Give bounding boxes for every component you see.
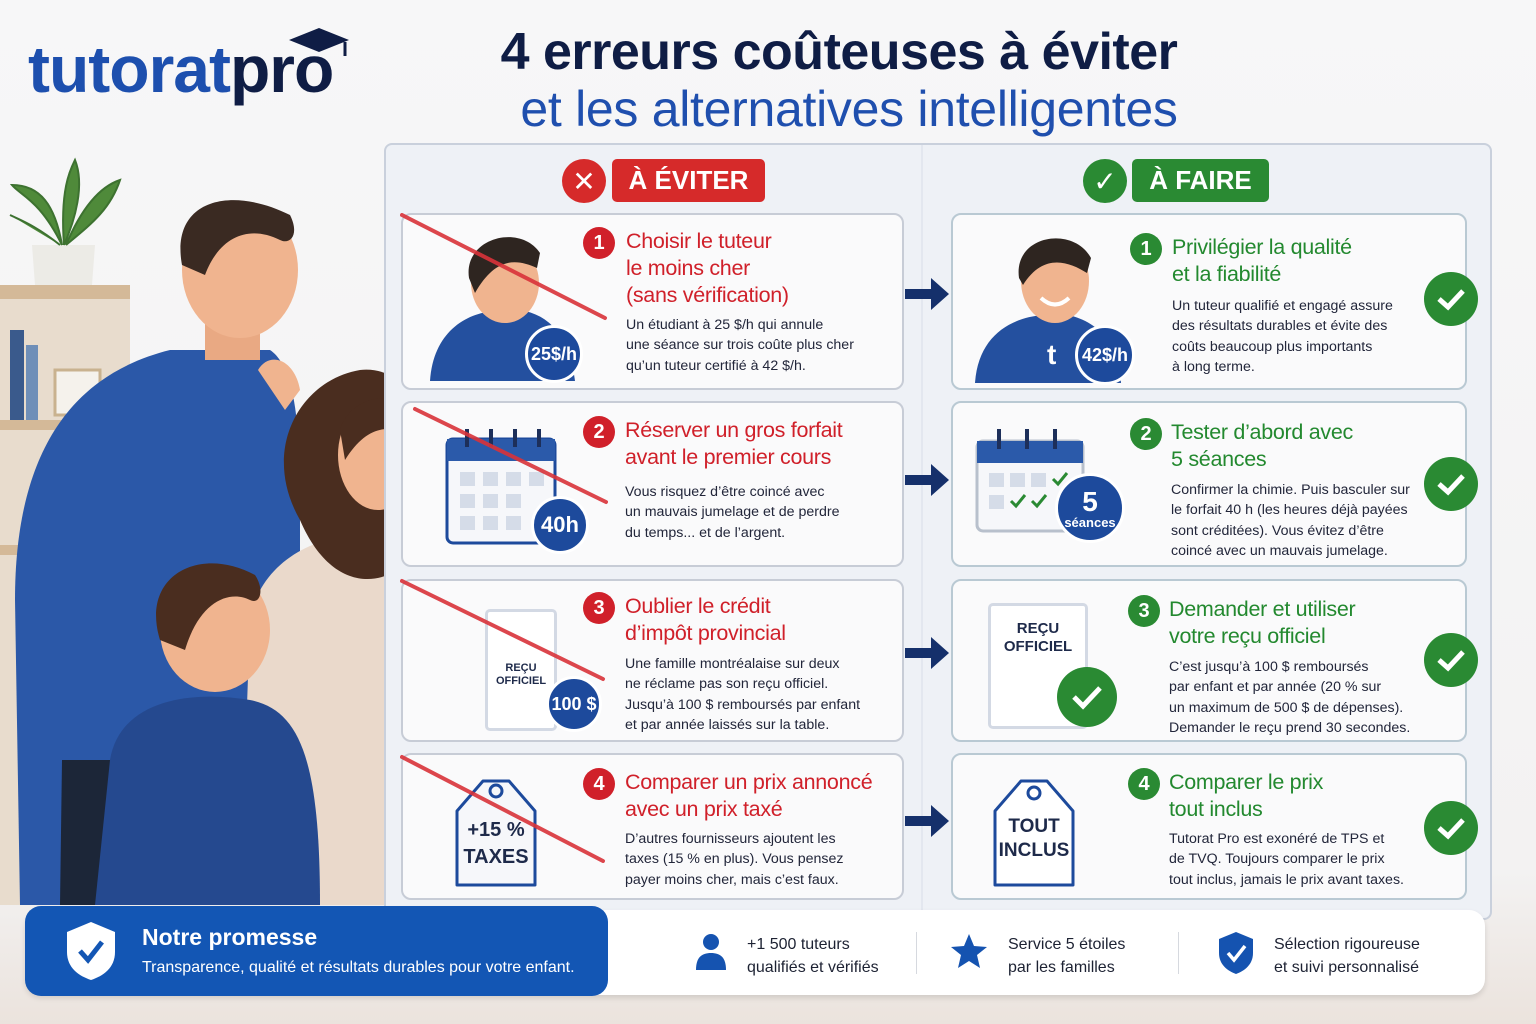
shield-check-icon	[67, 922, 115, 980]
do-header: À FAIRE	[1132, 159, 1269, 202]
price-tag-icon	[455, 779, 537, 887]
do-card-4: TOUT INCLUS 4 Comparer le prix tout incl…	[951, 753, 1478, 900]
column-divider	[921, 145, 923, 915]
shirt-logo: t	[1047, 339, 1057, 370]
stat-service: Service 5 étoiles par les familles	[1008, 936, 1126, 976]
card-title: Choisir le tuteur le moins cher (sans vé…	[626, 229, 789, 307]
avoid-card-4: +15 % TAXES 4 Comparer un prix annoncé a…	[401, 753, 904, 900]
avoid-card-1: 25$/h 1 Choisir le tuteur le moins cher …	[401, 213, 904, 390]
avoid-card-3: REÇU OFFICIEL 100 $ 3 Oublier le crédit …	[401, 579, 904, 742]
card-body: D’autres fournisseurs ajoutent les taxes…	[625, 831, 844, 888]
tag-label: +15 % TAXES	[463, 819, 529, 868]
plant-icon	[9, 157, 122, 246]
hours-badge: 40h	[531, 496, 589, 554]
step-number: 2	[1130, 418, 1162, 450]
plant-pot	[32, 245, 95, 285]
person-icon	[696, 934, 726, 970]
arrow-right-icon	[905, 464, 949, 496]
arrow-right-icon	[905, 637, 949, 669]
card-title: Demander et utiliser votre reçu officiel	[1169, 597, 1356, 648]
step-number: 1	[1130, 233, 1162, 265]
card-body: Une famille montréalaise sur deux ne réc…	[625, 656, 861, 733]
card-title: Oublier le crédit d’impôt provincial	[625, 594, 786, 645]
promise-text: Transparence, qualité et résultats durab…	[142, 959, 575, 976]
step-number: 4	[583, 768, 615, 800]
card-title: Privilégier la qualité et la fiabilité	[1172, 235, 1352, 286]
card-body: C’est jusqu’à 100 $ remboursés par enfan…	[1169, 659, 1411, 736]
title-line-2: et les alternatives intelligentes	[520, 81, 1178, 137]
card-body: Confirmer la chimie. Puis basculer sur l…	[1171, 482, 1410, 559]
title-line-1: 4 erreurs coûteuses à éviter	[500, 23, 1178, 81]
check-icon	[1424, 272, 1478, 326]
amount-badge: 100 $	[546, 676, 602, 732]
tag-label: TOUT INCLUS	[998, 816, 1070, 861]
stat-tutors: +1 500 tuteurs qualifiés et vérifiés	[747, 936, 879, 976]
x-icon: ✕	[562, 159, 606, 203]
arrow-right-icon	[905, 278, 949, 310]
star-icon	[951, 934, 987, 968]
step-number: 3	[583, 592, 615, 624]
card-body: Un tuteur qualifié et engagé assure des …	[1172, 298, 1393, 375]
promise-box: Notre promesse Transparence, qualité et …	[25, 906, 608, 996]
step-number: 4	[1128, 768, 1160, 800]
card-body: Un étudiant à 25 $/h qui annule une séan…	[626, 317, 854, 374]
stat-separator	[1178, 932, 1179, 974]
avoid-header: À ÉVITER	[612, 159, 765, 202]
check-icon	[1424, 633, 1478, 687]
step-number: 2	[583, 416, 615, 448]
price-badge: 25$/h	[525, 325, 583, 383]
check-icon	[1424, 457, 1478, 511]
promise-title: Notre promesse	[142, 924, 318, 950]
stat-separator	[916, 932, 917, 974]
shield-check-icon	[1219, 932, 1253, 974]
step-number: 1	[583, 227, 615, 259]
graduation-cap-icon	[289, 28, 349, 56]
check-badge-icon	[1057, 667, 1117, 727]
card-title: Comparer un prix annoncé avec un prix ta…	[625, 770, 873, 821]
stat-selection: Sélection rigoureuse et suivi personnali…	[1274, 936, 1420, 976]
logo: tutoratpro	[28, 32, 334, 106]
check-icon	[1424, 801, 1478, 855]
arrow-right-icon	[905, 805, 949, 837]
card-title: Réserver un gros forfait avant le premie…	[625, 418, 843, 469]
step-number: 3	[1128, 595, 1160, 627]
do-card-3: REÇU OFFICIEL 3 Demander et utiliser vot…	[951, 579, 1478, 742]
card-title: Tester d’abord avec 5 séances	[1171, 420, 1353, 471]
check-icon: ✓	[1083, 159, 1127, 203]
price-tag-icon	[993, 779, 1075, 887]
do-card-1: t 42$/h 1 Privilégier la qualité et la f…	[951, 213, 1478, 390]
card-body: Tutorat Pro est exonéré de TPS et de TVQ…	[1169, 831, 1404, 888]
card-body: Vous risquez d’être coincé avec un mauva…	[625, 484, 840, 541]
price-badge: 42$/h	[1075, 325, 1135, 385]
card-title: Comparer le prix tout inclus	[1169, 770, 1324, 821]
